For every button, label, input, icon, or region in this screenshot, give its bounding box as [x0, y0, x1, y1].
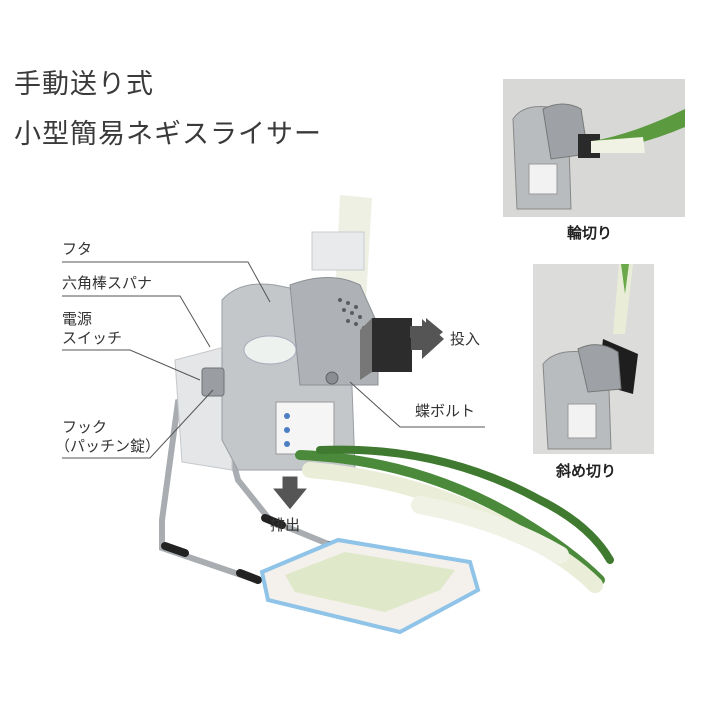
label-hook-line2: （パッチン錠）	[55, 437, 161, 455]
label-switch-line2: スイッチ	[62, 329, 123, 347]
hopper-guard	[311, 231, 365, 271]
sliced-leeks	[285, 552, 455, 612]
label-bolt: 蝶ボルト	[415, 402, 476, 420]
caption-round-cut: 輪切り	[567, 224, 613, 242]
leeks	[295, 445, 614, 593]
photo-round-cut	[503, 79, 685, 217]
body-logo-panel	[243, 335, 297, 365]
caption-diagonal-cut: 斜め切り	[556, 462, 617, 480]
label-switch-line1: 電源	[62, 310, 93, 328]
label-spanner: 六角棒スパナ	[62, 274, 153, 292]
hinge-block	[201, 367, 225, 397]
wing-bolt	[325, 371, 339, 385]
leader-lines	[62, 261, 485, 459]
output-arrow-icon	[270, 475, 310, 511]
feed-chute	[372, 318, 412, 372]
label-hook-line1: フック	[62, 418, 108, 436]
page-title-line1: 手動送り式	[14, 69, 154, 100]
label-output: 排出	[270, 516, 301, 534]
page-title-line2: 小型簡易ネギスライサー	[14, 119, 322, 150]
photo-diagonal-cut	[533, 264, 654, 454]
label-input: 投入	[450, 330, 481, 348]
label-futa: フタ	[62, 240, 93, 258]
